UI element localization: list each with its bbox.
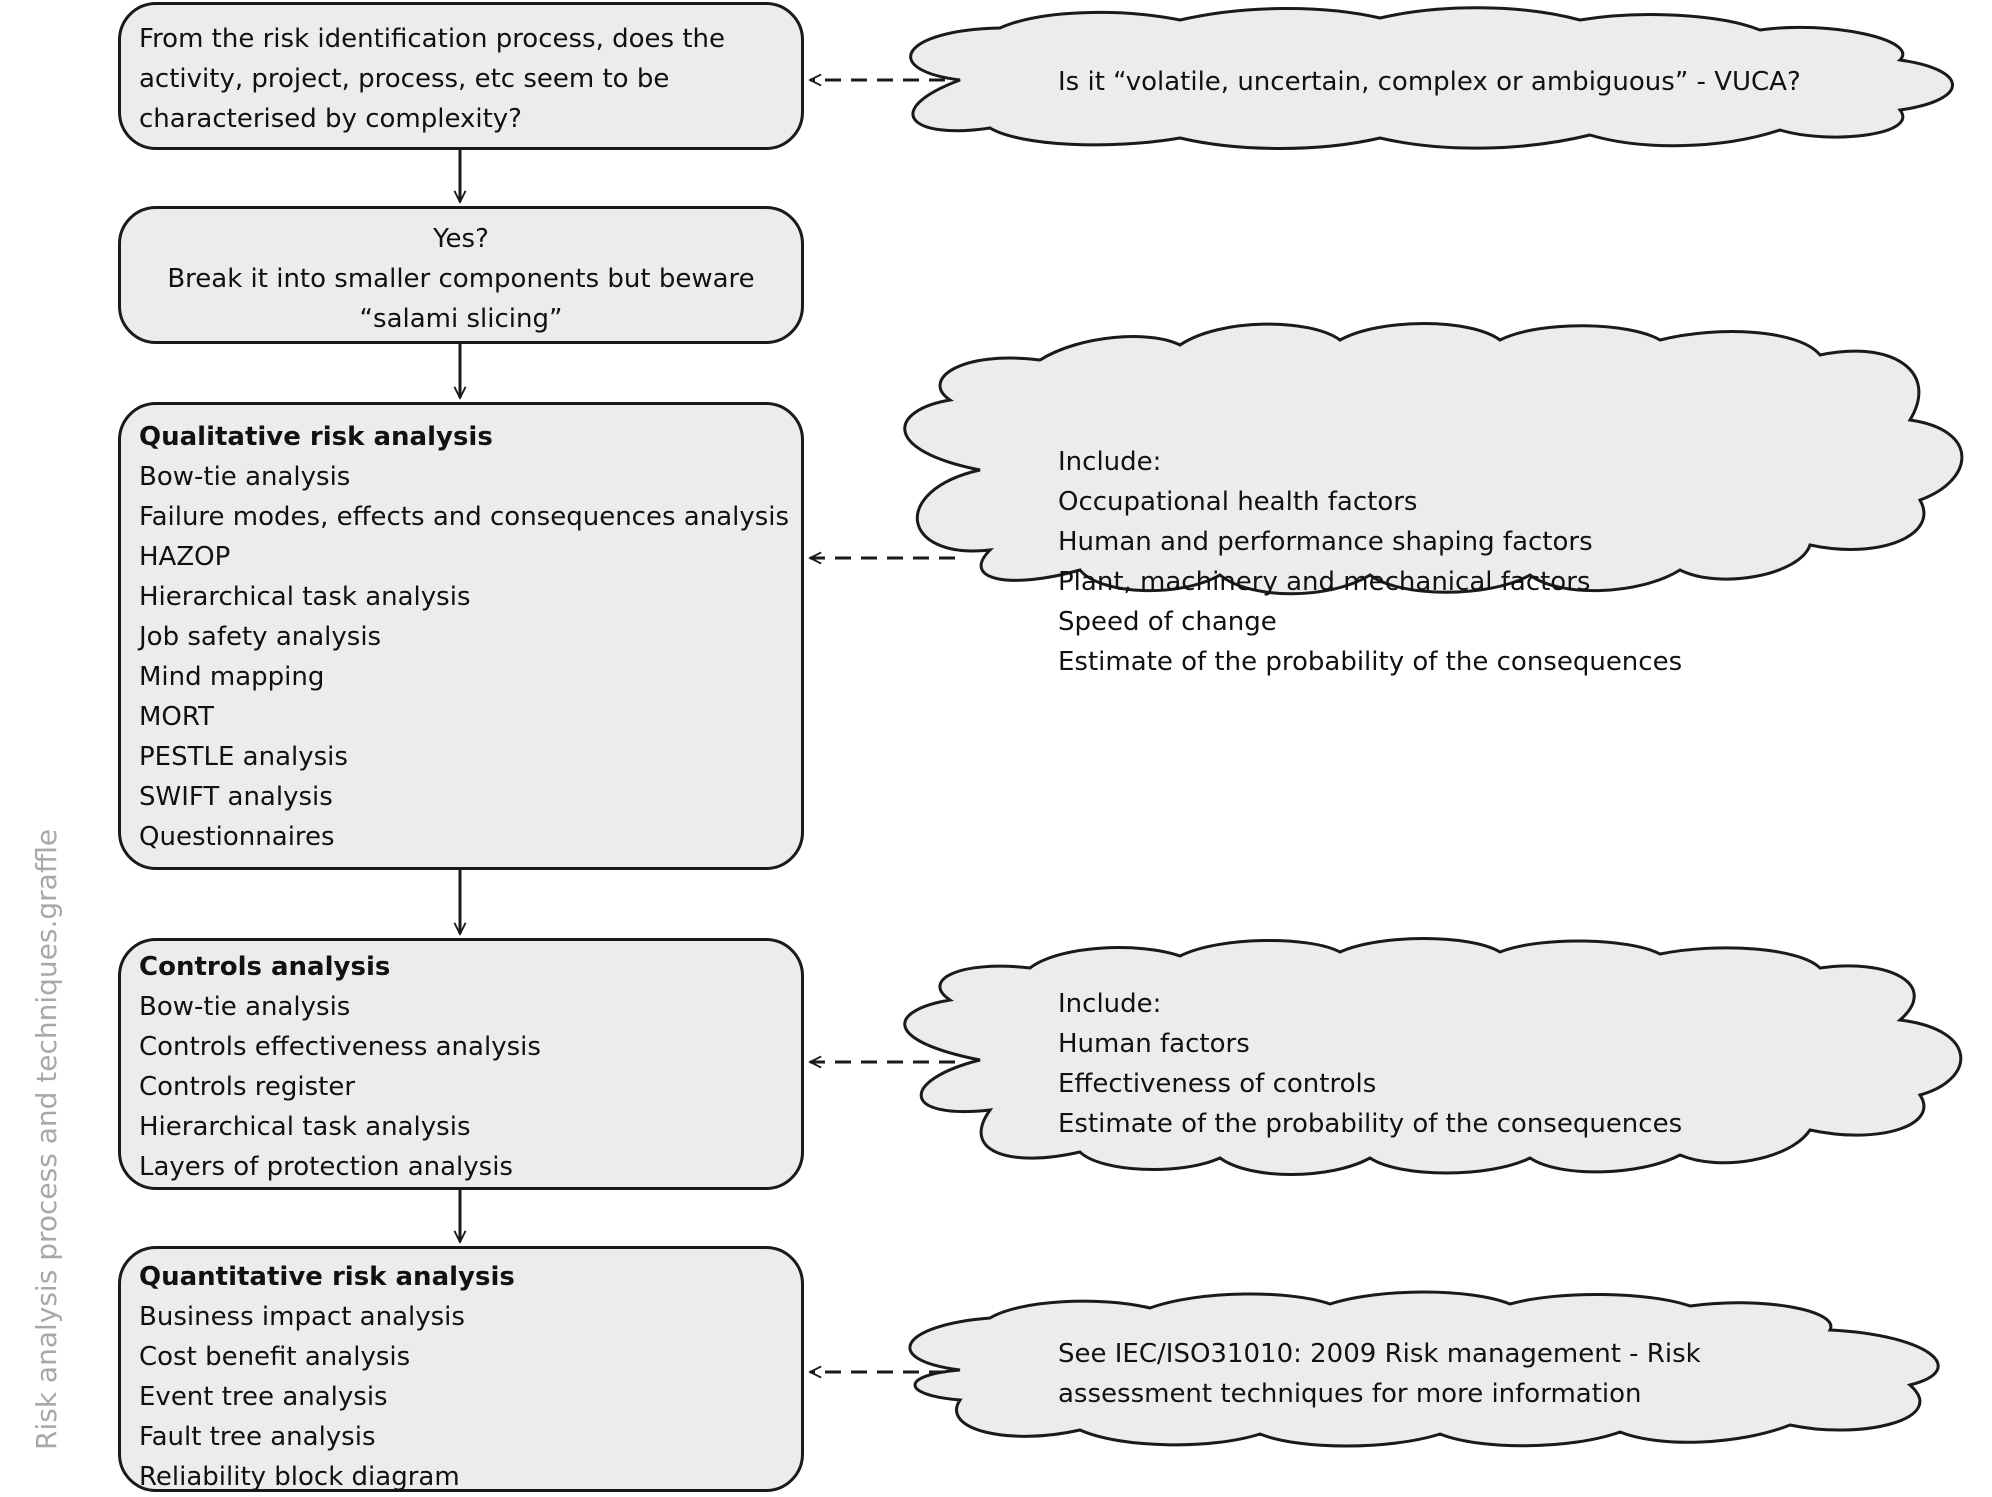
controls-item: Bow-tie analysis [139, 992, 351, 1022]
cloud-qualitative-line: Include: [1058, 447, 1162, 477]
cloud-vuca-text: Is it “volatile, uncertain, complex or a… [1058, 62, 1801, 102]
box-breakdown: Yes? Break it into smaller components bu… [118, 206, 804, 344]
cloud-vuca-line: Is it “volatile, uncertain, complex or a… [1058, 67, 1801, 97]
quantitative-item: Event tree analysis [139, 1382, 388, 1412]
cloud-controls-line: Estimate of the probability of the conse… [1058, 1109, 1683, 1139]
controls-item: Hierarchical task analysis [139, 1112, 471, 1142]
qualitative-item: SWIFT analysis [139, 782, 333, 812]
box-complexity-line-2: activity, project, process, etc seem to … [139, 64, 670, 94]
quantitative-item: Fault tree analysis [139, 1422, 376, 1452]
cloud-qualitative-line: Human and performance shaping factors [1058, 527, 1593, 557]
qualitative-item: Hierarchical task analysis [139, 582, 471, 612]
controls-item: Controls register [139, 1072, 356, 1102]
qualitative-item: Job safety analysis [139, 622, 382, 652]
file-name-side-label: Risk analysis process and techniques.gra… [30, 828, 63, 1450]
box-quantitative-analysis: Quantitative risk analysis Business impa… [118, 1246, 804, 1492]
qualitative-item: HAZOP [139, 542, 231, 572]
cloud-controls-shape [903, 937, 1963, 1176]
cloud-vuca-shape [909, 6, 1954, 150]
controls-item: Layers of protection analysis [139, 1152, 513, 1182]
box-qualitative-analysis: Qualitative risk analysis Bow-tie analys… [118, 402, 804, 870]
qualitative-item: Bow-tie analysis [139, 462, 351, 492]
cloud-reference-text: See IEC/ISO31010: 2009 Risk management -… [1058, 1334, 1701, 1414]
cloud-reference-line: assessment techniques for more informati… [1058, 1379, 1642, 1409]
qualitative-item: PESTLE analysis [139, 742, 348, 772]
quantitative-item: Cost benefit analysis [139, 1342, 411, 1372]
quantitative-item: Business impact analysis [139, 1302, 465, 1332]
cloud-qualitative-line: Estimate of the probability of the conse… [1058, 647, 1683, 677]
box-breakdown-text: Yes? Break it into smaller components bu… [131, 219, 791, 339]
box-breakdown-line-2: Break it into smaller components but bew… [167, 264, 755, 294]
controls-item: Controls effectiveness analysis [139, 1032, 541, 1062]
qualitative-item: Mind mapping [139, 662, 325, 692]
box-complexity-question: From the risk identification process, do… [118, 2, 804, 150]
cloud-qualitative-line: Speed of change [1058, 607, 1277, 637]
cloud-controls-line: Include: [1058, 989, 1162, 1019]
cloud-qualitative-include-text: Include: Occupational health factors Hum… [1058, 442, 1682, 682]
box-quantitative-text: Quantitative risk analysis Business impa… [139, 1257, 791, 1497]
qualitative-item: MORT [139, 702, 214, 732]
box-complexity-line-3: characterised by complexity? [139, 104, 522, 134]
cloud-qualitative-line: Occupational health factors [1058, 487, 1418, 517]
box-controls-analysis: Controls analysis Bow-tie analysis Contr… [118, 938, 804, 1190]
cloud-controls-line: Effectiveness of controls [1058, 1069, 1377, 1099]
box-complexity-line-1: From the risk identification process, do… [139, 24, 726, 54]
box-complexity-text: From the risk identification process, do… [139, 19, 791, 139]
qualitative-item: Questionnaires [139, 822, 335, 852]
qualitative-title: Qualitative risk analysis [139, 422, 493, 452]
cloud-qualitative-shape [903, 322, 1964, 596]
box-qualitative-text: Qualitative risk analysis Bow-tie analys… [139, 417, 791, 857]
controls-title: Controls analysis [139, 952, 391, 982]
qualitative-item: Failure modes, effects and consequences … [139, 502, 790, 532]
box-breakdown-line-3: “salami slicing” [359, 304, 563, 334]
quantitative-item: Reliability block diagram [139, 1462, 460, 1492]
quantitative-title: Quantitative risk analysis [139, 1262, 515, 1292]
box-controls-text: Controls analysis Bow-tie analysis Contr… [139, 947, 791, 1187]
cloud-controls-line: Human factors [1058, 1029, 1250, 1059]
cloud-qualitative-line: Plant, machinery and mechanical factors [1058, 567, 1591, 597]
cloud-controls-include-text: Include: Human factors Effectiveness of … [1058, 984, 1682, 1144]
box-breakdown-line-1: Yes? [433, 224, 489, 254]
cloud-reference-shape [908, 1290, 1940, 1448]
cloud-reference-line: See IEC/ISO31010: 2009 Risk management -… [1058, 1339, 1701, 1369]
